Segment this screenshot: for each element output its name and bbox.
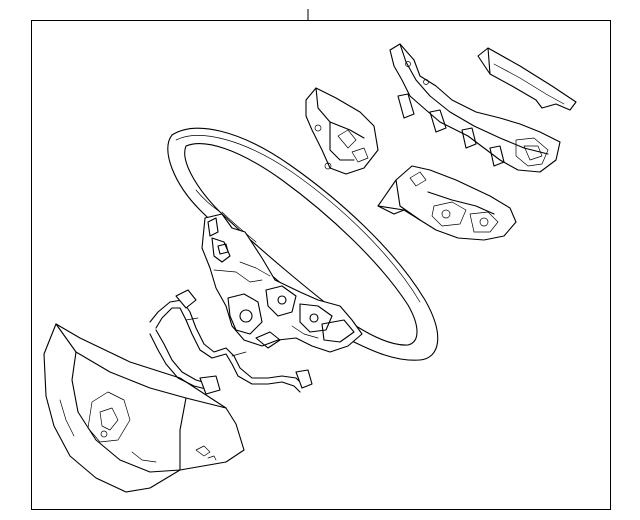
wiring-harness [149,289,313,395]
left-switch-bracket [305,87,379,175]
steering-wheel-rim [167,127,439,361]
trim-strip [477,47,577,111]
diagram-frame [31,20,611,510]
upper-trim-bracket [389,43,561,173]
lower-switch-housing [377,165,517,241]
driver-airbag-module [43,323,245,493]
